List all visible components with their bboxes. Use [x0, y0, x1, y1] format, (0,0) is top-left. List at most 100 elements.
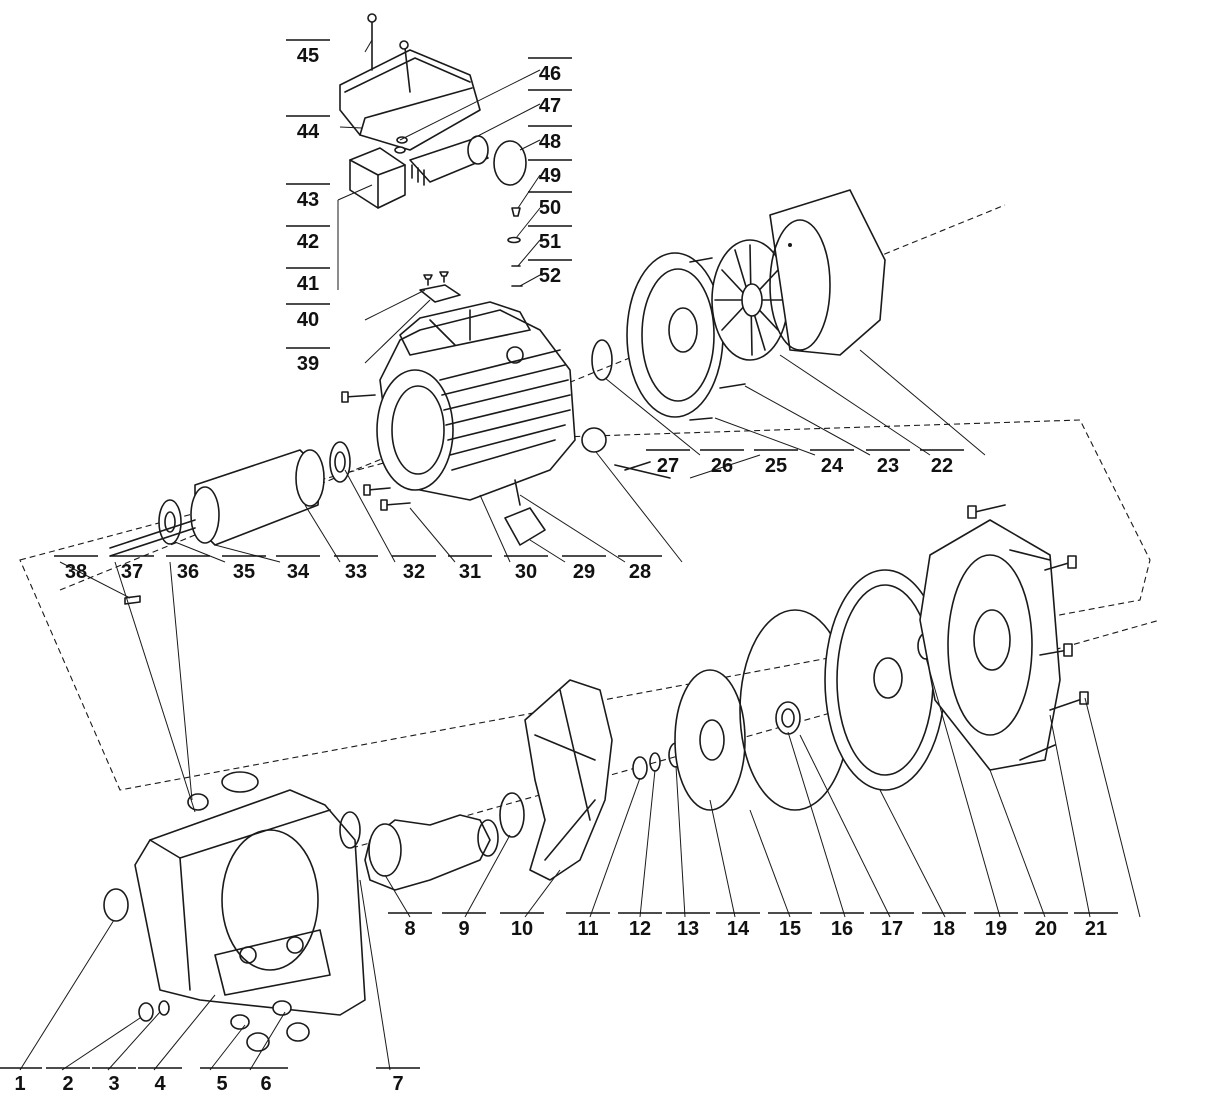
motor-accessories [504, 427, 671, 546]
callout-25: 25 [754, 449, 798, 477]
front-bracket [919, 504, 1089, 771]
callout-label-4: 4 [154, 1073, 166, 1095]
callout-label-39: 39 [297, 353, 319, 375]
callout-label-52: 52 [539, 265, 561, 287]
callout-label-36: 36 [177, 561, 199, 583]
callout-9: 9 [442, 912, 486, 940]
impeller-diffuser [524, 669, 746, 881]
impeller-nut [632, 756, 648, 780]
cover-screw-2 [404, 47, 411, 93]
callout-label-17: 17 [881, 918, 903, 940]
callout-51: 51 [528, 225, 572, 253]
callout-1: 1 [0, 1067, 42, 1095]
motor-rear-end [591, 189, 886, 421]
callout-label-30: 30 [515, 561, 537, 583]
drain-plug [138, 1002, 154, 1022]
callout-label-22: 22 [931, 455, 953, 477]
callout-label-44: 44 [297, 121, 320, 143]
callout-label-10: 10 [511, 918, 533, 940]
callout-label-20: 20 [1035, 918, 1057, 940]
callout-19: 19 [974, 912, 1018, 940]
callout-5: 5 [200, 1067, 244, 1095]
callout-6: 6 [244, 1067, 288, 1095]
callout-14: 14 [716, 912, 760, 940]
callout-label-50: 50 [539, 197, 561, 219]
callout-label-5: 5 [216, 1073, 227, 1095]
callout-label-32: 32 [403, 561, 425, 583]
callout-10: 10 [500, 912, 544, 940]
callout-41: 41 [286, 267, 330, 295]
callout-34: 34 [276, 555, 320, 583]
callout-8: 8 [388, 912, 432, 940]
callout-33: 33 [334, 555, 378, 583]
shaft [109, 519, 196, 557]
o-ring [499, 792, 525, 838]
priming-port [221, 771, 259, 793]
callout-12: 12 [618, 912, 662, 940]
callout-43: 43 [286, 183, 330, 211]
callout-label-18: 18 [933, 918, 955, 940]
callout-label-19: 19 [985, 918, 1007, 940]
callout-label-34: 34 [287, 561, 310, 583]
callout-45: 45 [286, 39, 330, 67]
callout-label-37: 37 [121, 561, 143, 583]
callout-label-49: 49 [539, 165, 561, 187]
callout-49: 49 [528, 159, 572, 187]
callout-44: 44 [286, 115, 330, 143]
callout-46: 46 [528, 57, 572, 85]
callout-47: 47 [528, 89, 572, 117]
callout-label-28: 28 [629, 561, 651, 583]
callout-label-1: 1 [14, 1073, 25, 1095]
callout-label-26: 26 [711, 455, 733, 477]
callout-52: 52 [528, 259, 572, 287]
callout-label-24: 24 [821, 455, 844, 477]
callout-23: 23 [866, 449, 910, 477]
callout-label-7: 7 [392, 1073, 403, 1095]
callout-label-16: 16 [831, 918, 853, 940]
motor-housing [376, 301, 576, 501]
motor-bolts [341, 391, 411, 511]
callout-label-47: 47 [539, 95, 561, 117]
callout-label-29: 29 [573, 561, 595, 583]
callout-38: 38 [54, 555, 98, 583]
callout-36: 36 [166, 555, 210, 583]
callout-4: 4 [138, 1067, 182, 1095]
wave-washer [591, 339, 613, 381]
callout-32: 32 [392, 555, 436, 583]
callout-label-45: 45 [297, 45, 319, 67]
callout-24: 24 [810, 449, 854, 477]
impeller [674, 669, 746, 811]
diffuser [524, 679, 613, 881]
callout-15: 15 [768, 912, 812, 940]
callout-17: 17 [870, 912, 914, 940]
fan-cover [769, 189, 886, 356]
callout-label-27: 27 [657, 455, 679, 477]
callout-label-11: 11 [577, 918, 598, 940]
callout-13: 13 [666, 912, 710, 940]
callout-label-23: 23 [877, 455, 899, 477]
callout-27: 27 [646, 449, 690, 477]
callout-30: 30 [504, 555, 548, 583]
callout-label-14: 14 [727, 918, 750, 940]
callout-29: 29 [562, 555, 606, 583]
callout-35: 35 [222, 555, 266, 583]
callout-label-12: 12 [629, 918, 651, 940]
callout-label-9: 9 [458, 918, 469, 940]
callout-39: 39 [286, 347, 330, 375]
callout-7: 7 [376, 1067, 420, 1095]
callout-48: 48 [528, 125, 572, 153]
callout-label-38: 38 [65, 561, 87, 583]
bearing-rear [329, 441, 351, 483]
callout-label-40: 40 [297, 309, 319, 331]
capacitor-strap [493, 140, 527, 186]
callout-label-3: 3 [108, 1073, 119, 1095]
callout-40: 40 [286, 303, 330, 331]
capacitor-and-terminal-block [349, 135, 527, 209]
callout-label-13: 13 [677, 918, 699, 940]
shaft-key [124, 595, 141, 605]
callout-label-2: 2 [62, 1073, 73, 1095]
inlet-plug [103, 888, 129, 922]
callout-label-25: 25 [765, 455, 787, 477]
